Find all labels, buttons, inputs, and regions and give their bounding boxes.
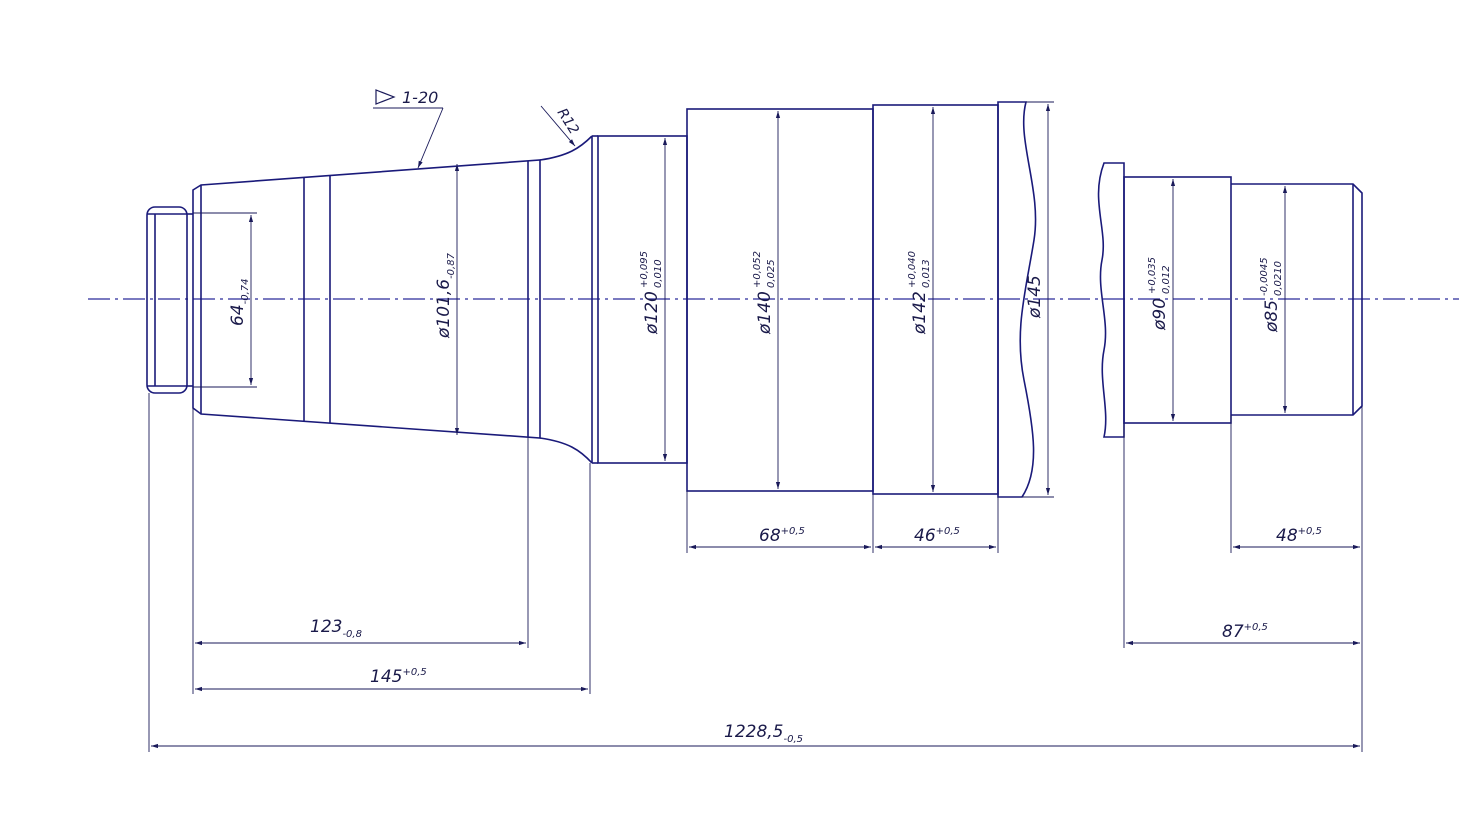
taper-triangle-icon	[375, 89, 396, 105]
length-dimensions	[148, 393, 1363, 752]
svg-text:0,0210: 0,0210	[1273, 261, 1284, 296]
svg-text:ø101,6-0,87: ø101,6-0,87	[434, 252, 457, 339]
svg-text:0,012: 0,012	[1161, 265, 1172, 294]
svg-text:+0,095: +0,095	[639, 251, 650, 288]
svg-text:ø90: ø90	[1150, 298, 1170, 331]
svg-text:ø120: ø120	[642, 291, 662, 335]
label-d1016: ø101,6-0,87	[434, 252, 457, 339]
label-d85: ø85 -0,0045 0,0210	[1259, 257, 1284, 333]
label-l1228: 1228,5-0,5	[724, 722, 803, 745]
taper-callout: 1-20	[373, 88, 444, 169]
label-l68: 68+0,5	[759, 526, 805, 546]
section-d140	[686, 108, 874, 492]
label-l123: 123-0,8	[310, 617, 362, 640]
taper-ratio-label: 1-20	[402, 88, 438, 107]
label-d120: ø120 +0,095 0,010	[639, 251, 664, 335]
svg-text:0,010: 0,010	[653, 259, 664, 288]
label-d145: ø145	[1025, 275, 1045, 319]
svg-text:0,025: 0,025	[766, 259, 777, 288]
svg-text:64-0,74: 64-0,74	[228, 278, 251, 326]
section-d145-break	[997, 101, 1037, 498]
fillet-r12	[539, 135, 593, 161]
radius-callout: R12	[540, 106, 582, 147]
svg-text:0,013: 0,013	[921, 259, 932, 288]
break-right	[1097, 162, 1125, 438]
svg-text:ø142: ø142	[910, 291, 930, 335]
label-d90: ø90 +0,035 0,012	[1147, 257, 1172, 331]
label-l48: 48+0,5	[1276, 526, 1322, 546]
svg-text:ø145: ø145	[1025, 275, 1045, 319]
svg-text:+0,035: +0,035	[1147, 257, 1158, 294]
shaft-outline-left	[146, 101, 1037, 498]
shaft-outline-right	[1097, 162, 1363, 438]
label-l87: 87+0,5	[1222, 622, 1268, 642]
thread-end	[146, 206, 188, 394]
radius-label: R12	[554, 106, 582, 138]
svg-text:-0,0045: -0,0045	[1259, 257, 1270, 296]
label-d64: 64-0,74	[228, 278, 251, 326]
label-l145: 145+0,5	[370, 667, 427, 687]
label-l46: 46+0,5	[914, 526, 960, 546]
label-d140: ø140 +0,052 0,025	[752, 251, 777, 335]
diameter-dimensions	[193, 101, 1288, 498]
section-d85	[1231, 183, 1363, 416]
label-d142: ø142 +0,040 0,013	[907, 251, 932, 335]
svg-text:ø85: ø85	[1262, 300, 1282, 333]
svg-text:ø140: ø140	[755, 291, 775, 335]
svg-text:+0,040: +0,040	[907, 251, 918, 288]
section-d90	[1123, 176, 1232, 424]
svg-text:+0,052: +0,052	[752, 251, 763, 288]
